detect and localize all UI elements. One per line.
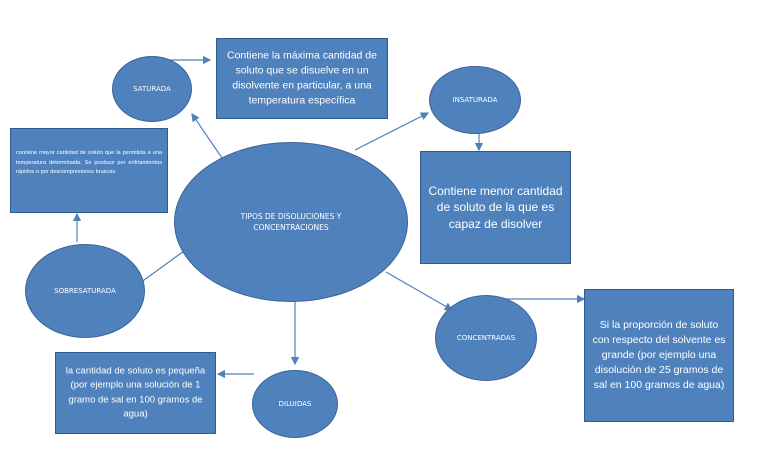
desc-saturada: Contiene la máxima cantidad de soluto qu…: [226, 49, 377, 107]
connector-center-saturada: [191, 113, 223, 159]
desc-sobresaturada: contiene mayor cantidad de soluto que la…: [16, 150, 162, 175]
node-insaturada: INSATURADA: [429, 66, 521, 134]
node-saturada-label: SATURADA: [133, 84, 171, 93]
desc-box-insaturada: Contiene menor cantidad de soluto de la …: [420, 151, 571, 264]
desc-concentradas: Si la proporción de soluto con respecto …: [592, 318, 726, 392]
desc-box-concentradas: Si la proporción de soluto con respecto …: [584, 289, 734, 422]
node-insaturada-label: INSATURADA: [452, 95, 498, 104]
node-sobresaturada-label: SOBRESATURADA: [54, 286, 116, 295]
connector-center-insaturada: [354, 112, 430, 151]
desc-insaturada: Contiene menor cantidad de soluto de la …: [428, 183, 563, 231]
desc-box-diluidas: la cantidad de soluto es pequeña (por ej…: [55, 352, 216, 434]
desc-box-saturada: Contiene la máxima cantidad de soluto qu…: [216, 38, 388, 119]
node-saturada: SATURADA: [112, 56, 192, 122]
node-diluidas: DILUIDAS: [252, 370, 338, 438]
desc-box-sobresaturada: contiene mayor cantidad de soluto que la…: [10, 128, 168, 213]
connector-center-concentradas: [385, 271, 454, 311]
node-diluidas-label: DILUIDAS: [278, 399, 312, 408]
node-sobresaturada: SOBRESATURADA: [25, 244, 145, 338]
node-concentradas-label: CONCENTRADAS: [456, 333, 516, 342]
node-concentradas: CONCENTRADAS: [435, 295, 537, 381]
node-center: TIPOS DE DISOLUCIONES Y CONCENTRACIONES: [174, 142, 408, 302]
node-center-label: TIPOS DE DISOLUCIONES Y CONCENTRACIONES: [240, 211, 342, 232]
connector-center-sobresaturada: [139, 250, 185, 284]
desc-diluidas: la cantidad de soluto es pequeña (por ej…: [65, 365, 206, 420]
